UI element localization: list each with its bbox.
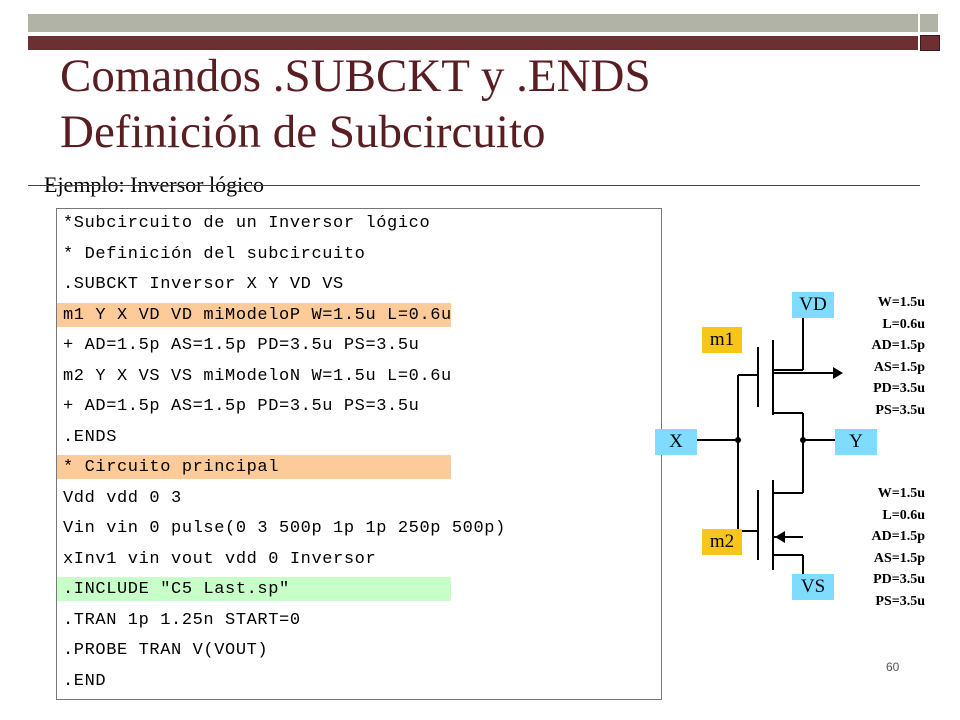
m1-param: W=1.5u (877, 295, 925, 310)
top-decoration (28, 14, 940, 56)
code-line: Vdd vdd 0 3 (63, 488, 182, 508)
input-node-dot (735, 437, 741, 443)
code-line: Vin vin 0 pulse(0 3 500p 1p 1p 250p 500p… (63, 519, 506, 538)
code-line-highlighted: .INCLUDE "C5 Last.sp" (57, 577, 451, 601)
m2-param: W=1.5u (877, 486, 925, 501)
transistor-label-m2: m2 (702, 529, 742, 555)
m1-param: AS=1.5p (873, 359, 925, 375)
page-number: 60 (886, 660, 900, 674)
top-square-dark (920, 35, 940, 51)
m2-parameters: W=1.5u L=0.6u AD=1.5p AS=1.5p PD=3.5u PS… (835, 483, 925, 612)
code-line: xInv1 vin vout vdd 0 Inversor (63, 549, 377, 569)
node-label-vs: VS (792, 574, 834, 600)
code-line: .SUBCKT Inversor X Y VD VS (63, 275, 344, 294)
node-label-vd: VD (792, 292, 834, 318)
m1-parameters: W=1.5u L=0.6u AD=1.5p AS=1.5p PD=3.5u PS… (835, 292, 925, 421)
top-square-light (920, 14, 938, 32)
m1-param: AD=1.5p (871, 338, 925, 353)
code-line: *Subcircuito de un Inversor lógico (63, 214, 431, 233)
schematic-wires (695, 315, 843, 585)
code-line: + AD=1.5p AS=1.5p PD=3.5u PS=3.5u (63, 336, 420, 355)
top-bar-light (28, 14, 918, 32)
slide-title: Comandos .SUBCKT y .ENDS Definición de S… (60, 48, 940, 160)
output-node-dot (800, 437, 806, 443)
cmos-inverter-schematic: VD VS X Y m1 m2 W=1.5u L=0.6u AD=1.5p AS… (650, 285, 950, 625)
node-label-y: Y (835, 429, 877, 455)
divider-line (28, 185, 920, 186)
title-line-1: Comandos .SUBCKT y .ENDS (60, 50, 651, 102)
code-line: .TRAN 1p 1.25n START=0 (63, 610, 301, 630)
m1-body-arrow (833, 367, 843, 379)
code-line: * Definición del subcircuito (63, 244, 366, 264)
code-line-highlighted: * Circuito principal (57, 455, 451, 479)
code-line-highlighted: m1 Y X VD VD miModeloP W=1.5u L=0.6u (57, 302, 451, 327)
title-line-2: Definición de Subcircuito (60, 106, 546, 158)
m2-body-arrow (775, 531, 785, 543)
transistor-label-m1: m1 (702, 327, 742, 353)
m2-param: AD=1.5p (871, 529, 925, 544)
spice-code-box: *Subcircuito de un Inversor lógico * Def… (56, 208, 662, 700)
m1-param: PS=3.5u (875, 402, 925, 418)
slide-subtitle: Ejemplo: Inversor lógico (44, 172, 264, 197)
m2-param: PS=3.5u (875, 593, 925, 609)
code-line: + AD=1.5p AS=1.5p PD=3.5u PS=3.5u (63, 397, 420, 416)
top-bar-dark (28, 36, 918, 50)
code-line: .ENDS (63, 427, 118, 447)
code-line: .PROBE TRAN V(VOUT) (63, 641, 269, 660)
code-line: m2 Y X VS VS miModeloN W=1.5u L=0.6u (63, 366, 452, 386)
m2-param: L=0.6u (882, 507, 925, 523)
m1-param: PD=3.5u (873, 381, 925, 396)
m2-param: PD=3.5u (873, 572, 925, 587)
m1-param: L=0.6u (882, 316, 925, 332)
code-line: .END (63, 671, 107, 691)
m2-param: AS=1.5p (873, 550, 925, 566)
node-label-x: X (655, 429, 697, 455)
